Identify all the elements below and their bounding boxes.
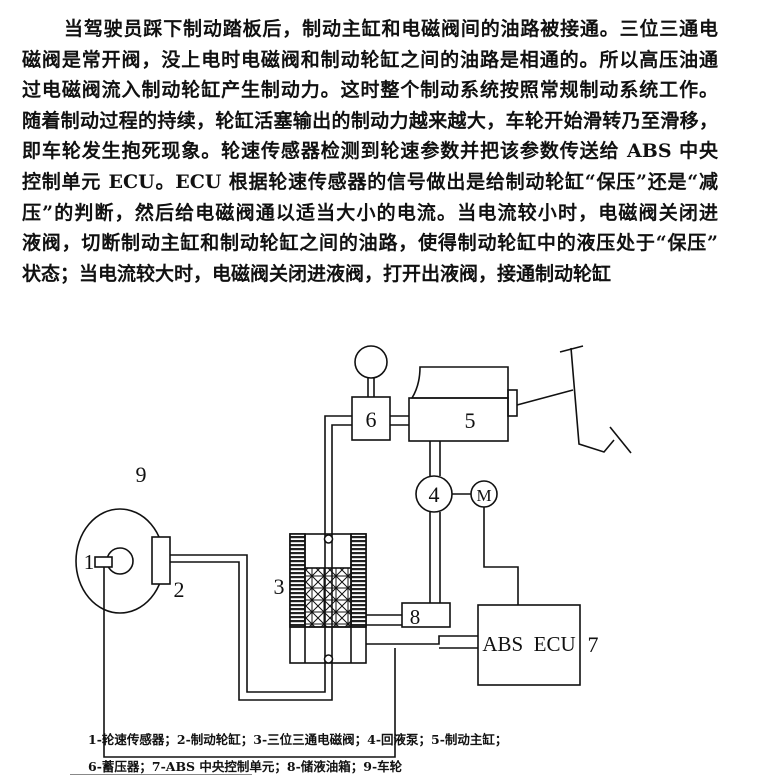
reservoir: 8	[401, 602, 451, 629]
brake-pedal	[516, 345, 632, 454]
caption-rule	[70, 774, 252, 775]
wheel-cylinder: 2	[151, 536, 185, 602]
motor-label: M	[476, 486, 491, 505]
wheel-cylinder-label: 2	[174, 577, 185, 602]
paragraph-line: 状态；当电流较大时，电磁阀关闭进液阀，打开出液阀，接通制动轮缸	[22, 262, 612, 285]
wheel-label: 9	[136, 462, 147, 487]
accumulator-label: 6	[366, 407, 377, 432]
abs-ecu: ABS ECU 7	[477, 604, 599, 686]
wheel: 9	[75, 462, 165, 614]
figure-caption-line1: 1-轮速传感器；2-制动轮缸；3-三位三通电磁阀；4-回液泵；5-制动主缸；	[88, 732, 508, 747]
paragraph-line: 随着制动过程的持续，轮缸活塞输出的制动力越来越大，车轮开始滑转乃至滑移，	[22, 109, 718, 132]
paragraph-line: 当驾驶员踩下制动踏板后，制动主缸和电磁阀间的油路被接通。三位三通电	[64, 18, 718, 40]
motor: M	[470, 480, 498, 508]
pump-label: 4	[429, 482, 440, 507]
paragraph-line: 过电磁阀流入制动轮缸产生制动力。这时整个制动系统按照常规制动系统工作。	[22, 79, 718, 102]
wheel-speed-sensor: 1	[84, 550, 113, 574]
paragraph-line: 磁阀是常开阀，没上电时电磁阀和制动轮缸之间的油路是相通的。所以高压油通	[22, 48, 718, 71]
ecu-label: ABS ECU	[482, 632, 575, 656]
ecu-number-label: 7	[588, 632, 599, 657]
master-cylinder: 5	[408, 366, 518, 442]
paragraph-line: 控制单元 ECU。ECU 根据轮速传感器的信号做出是给制动轮缸“保压”还是“减	[22, 170, 718, 193]
sensor-label: 1	[84, 550, 95, 574]
accumulator: 6	[351, 345, 391, 441]
solenoid-valve: 3	[274, 533, 367, 664]
paragraph-line: 压”的判断，然后给电磁阀通以适当大小的电流。当电流较小时，电磁阀关闭进	[22, 201, 718, 224]
body-paragraph: 当驾驶员踩下制动踏板后，制动主缸和电磁阀间的油路被接通。三位三通电 磁阀是常开阀…	[22, 14, 718, 289]
reservoir-label: 8	[410, 605, 421, 629]
master-cylinder-label: 5	[465, 408, 476, 433]
figure-caption-line2: 6-蓄压器；7-ABS 中央控制单元；8-储液油箱；9-车轮	[88, 759, 403, 774]
return-pump: 4	[415, 475, 453, 513]
solenoid-label: 3	[274, 574, 285, 599]
paragraph-line: 液阀，切断制动主缸和制动轮缸之间的油路，使得制动轮缸中的液压处于“保压”	[22, 232, 718, 255]
paragraph-line: 即车轮发生抱死现象。轮速传感器检测到轮速参数并把该参数传送给 ABS 中央	[22, 140, 718, 163]
